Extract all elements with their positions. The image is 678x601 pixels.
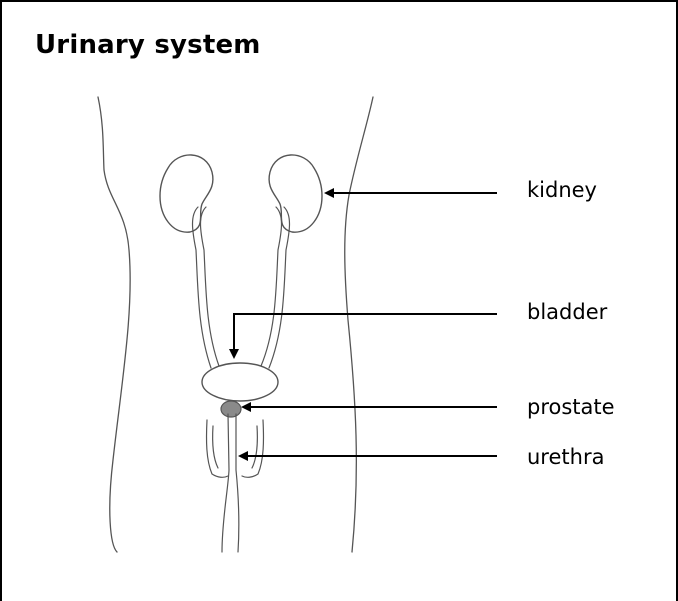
prostate-shape: [221, 401, 241, 417]
pelvis-right-outer: [242, 420, 263, 477]
urethra-right-wall: [236, 414, 239, 552]
right-kidney: [269, 155, 322, 232]
pelvis-right-inner: [252, 426, 257, 468]
urethra-shape: [222, 414, 239, 552]
arrows: [234, 193, 497, 456]
kidney-label: kidney: [527, 178, 597, 202]
bladder-label: bladder: [527, 300, 607, 324]
right-ureter-outer: [269, 207, 290, 368]
left-kidney: [160, 155, 213, 232]
right-ureter-inner: [261, 207, 282, 366]
left-ureter-inner: [201, 207, 220, 366]
body-outline-right: [345, 97, 373, 552]
pelvis-left-outer: [207, 420, 228, 477]
body-outline-left: [98, 97, 130, 552]
pelvis-left-inner: [213, 426, 218, 468]
body-outline: [98, 97, 373, 552]
pelvic-outline: [207, 420, 264, 477]
page-title: Urinary system: [35, 30, 261, 60]
urethra-label: urethra: [527, 445, 604, 469]
ureters: [193, 207, 290, 368]
left-ureter-outer: [193, 207, 212, 368]
bladder-shape: [202, 363, 278, 401]
prostate-label: prostate: [527, 395, 615, 419]
urethra-left-wall: [222, 414, 229, 552]
